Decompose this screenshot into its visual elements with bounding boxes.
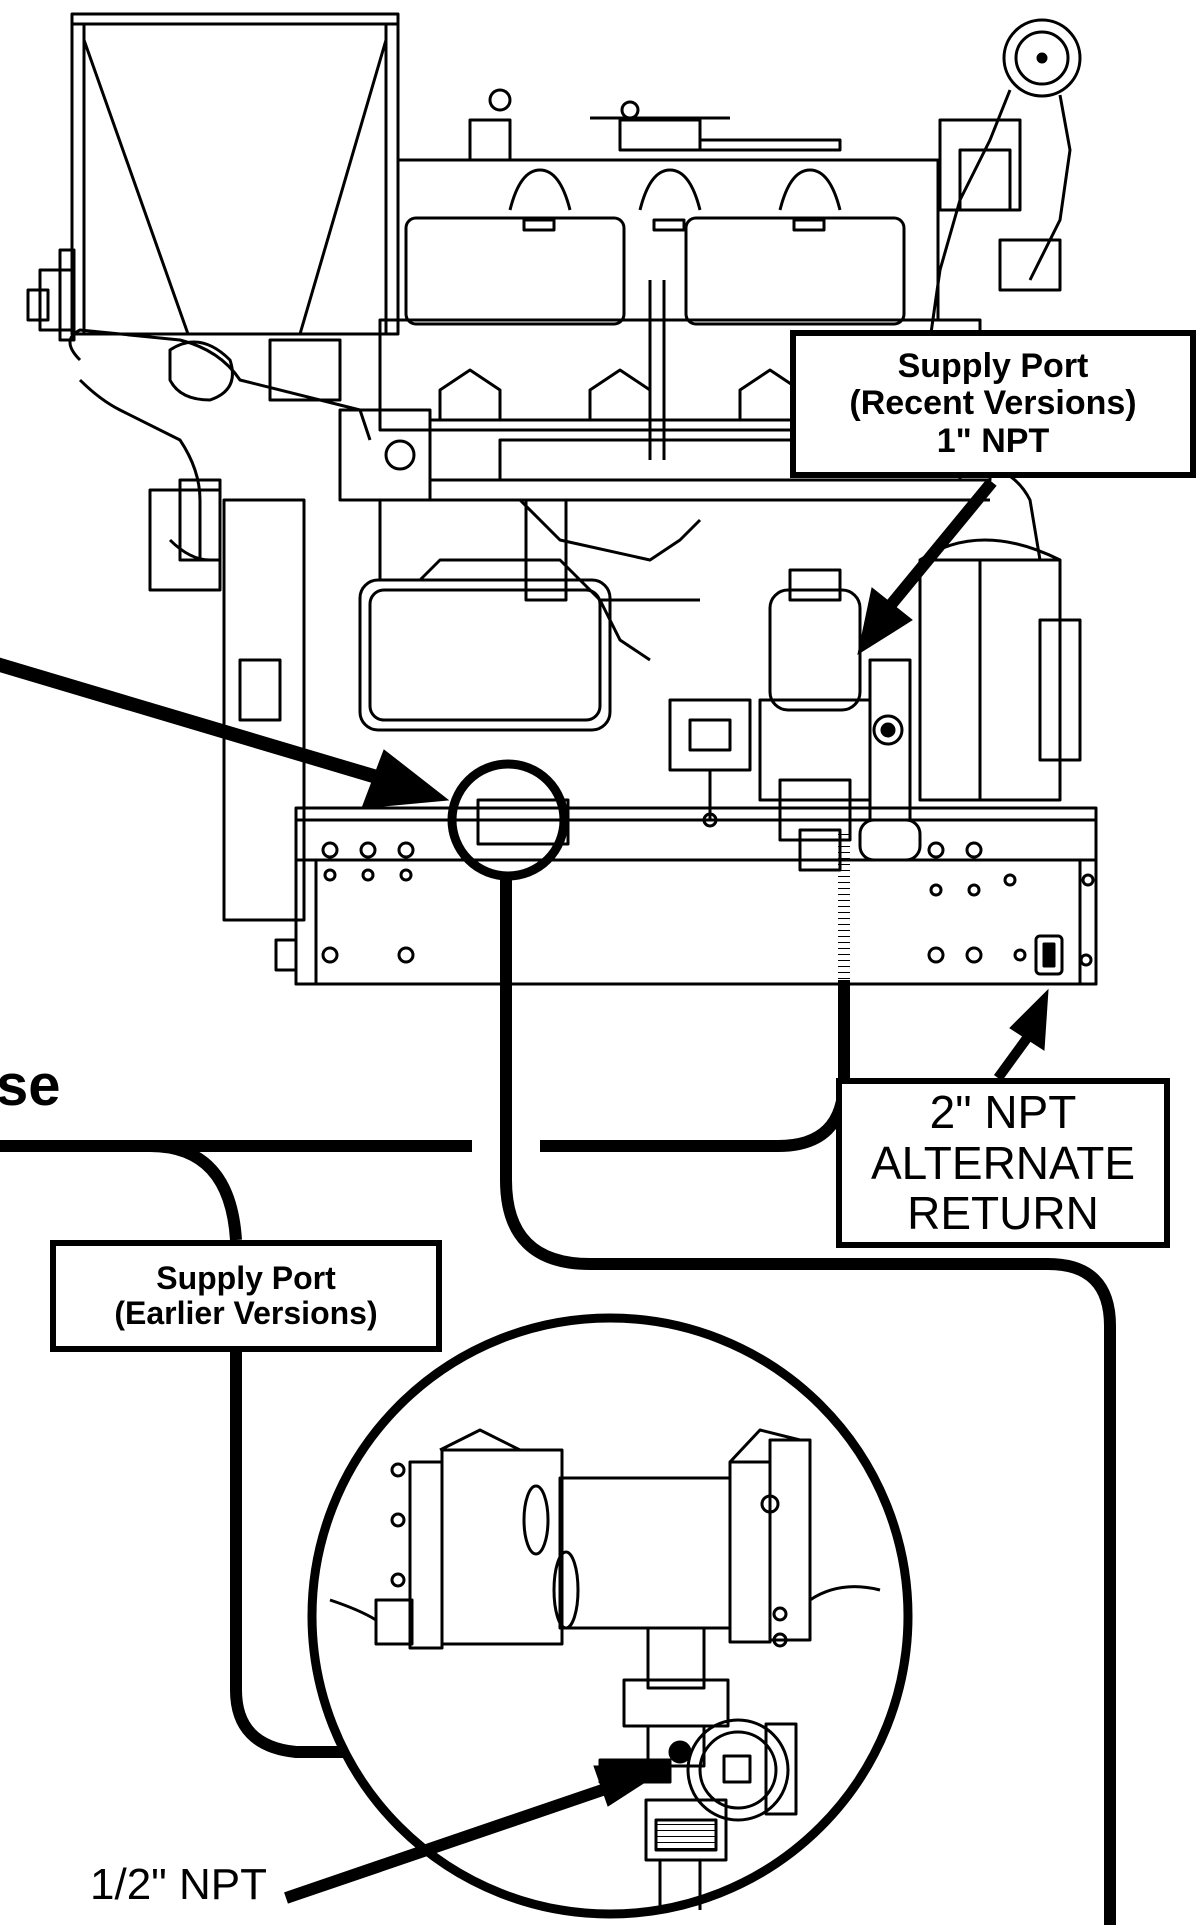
supply-port-recent-label: Supply Port (Recent Versions) 1" NPT [790,330,1196,478]
half-npt-label: 1/2" NPT [90,1860,268,1909]
alternate-return-label: 2" NPT ALTERNATE RETURN [836,1078,1170,1248]
alternate-return-line1: 2" NPT [929,1086,1077,1139]
left-pointer-arrowhead [361,749,450,809]
alternate-return-arrow-shaft [993,1031,1035,1081]
supply-port-recent-line3: 1" NPT [936,421,1050,460]
exhaust-manifold [338,318,992,502]
alternate-return-line3: RETURN [907,1187,1099,1240]
arrows [0,478,1049,1904]
engine-drawing [26,12,1098,986]
supply-port-earlier-label: Supply Port (Earlier Versions) [50,1240,442,1352]
return-hose-line [540,980,850,1152]
supply-port-recent-line1: Supply Port [897,346,1089,385]
cutoff-heading-text: se [0,1053,61,1118]
earlier-supply-line [149,1140,242,1241]
detail-view [307,1313,913,1919]
cylinder-head [396,88,940,460]
engine-block [148,488,702,922]
recent-supply-arrow-shaft [885,478,997,610]
highlight-circle [447,759,569,881]
left-pointer-arrow-shaft [0,657,382,785]
supply-port-earlier-line2: (Earlier Versions) [114,1295,378,1331]
alternate-return-arrowhead [1009,988,1049,1051]
air-cleaner-housing [26,12,400,342]
earlier-supply-lower-line [230,1352,350,1758]
supply-port-earlier-line1: Supply Port [156,1259,336,1296]
half-npt-arrowhead [593,1765,672,1807]
half-npt-arrow-shaft [284,1778,622,1904]
base-rail [274,798,1098,986]
detail-leader-line [500,876,1116,1925]
turbocharger [928,18,1082,561]
supply-port-recent-line2: (Recent Versions) [849,384,1137,423]
supply-hose-hatched [838,830,850,980]
alternate-return-line2: ALTERNATE [870,1136,1136,1189]
recent-supply-arrowhead [857,587,913,656]
